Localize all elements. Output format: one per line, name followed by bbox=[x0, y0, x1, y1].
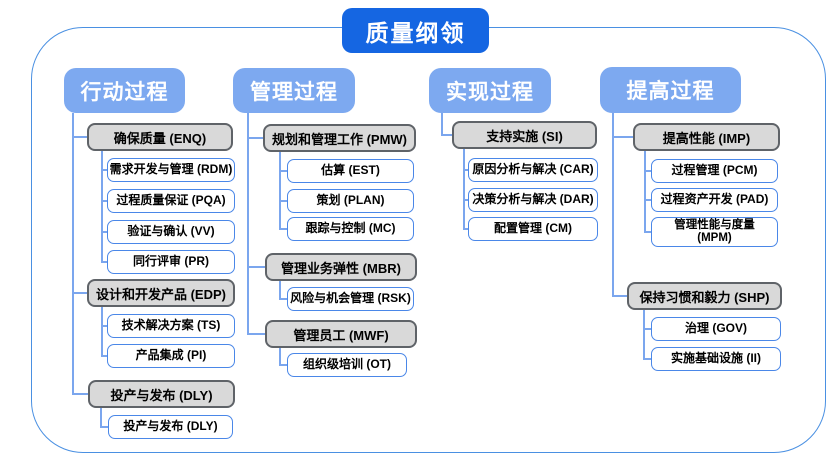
connector-line bbox=[463, 199, 468, 201]
node-pqa: 过程质量保证 (PQA) bbox=[107, 189, 235, 213]
connector-line bbox=[279, 170, 287, 172]
node-enq: 确保质量 (ENQ) bbox=[87, 123, 233, 151]
connector-line bbox=[441, 113, 443, 136]
connector-line bbox=[644, 170, 651, 172]
connector-line bbox=[72, 393, 88, 395]
connector-line bbox=[463, 149, 465, 230]
connector-line bbox=[612, 136, 633, 138]
node-ii: 实施基础设施 (II) bbox=[651, 347, 781, 371]
node-dar: 决策分析与解决 (DAR) bbox=[468, 188, 598, 212]
connector-line bbox=[100, 426, 108, 428]
connector-line bbox=[463, 228, 468, 230]
connector-line bbox=[643, 358, 651, 360]
connector-line bbox=[279, 200, 287, 202]
node-imp: 提高性能 (IMP) bbox=[633, 123, 780, 151]
node-ot: 组织级培训 (OT) bbox=[287, 353, 407, 377]
node-ts: 技术解决方案 (TS) bbox=[107, 314, 235, 338]
node-vv: 验证与确认 (VV) bbox=[107, 220, 235, 244]
connector-line bbox=[279, 152, 281, 230]
node-pr: 同行评审 (PR) bbox=[107, 250, 235, 274]
connector-line bbox=[72, 113, 74, 394]
node-si: 支持实施 (SI) bbox=[452, 121, 597, 149]
connector-line bbox=[101, 261, 107, 263]
connector-line bbox=[247, 137, 263, 139]
connector-line bbox=[644, 231, 651, 233]
connector-line bbox=[463, 169, 468, 171]
connector-line bbox=[279, 228, 287, 230]
node-car: 原因分析与解决 (CAR) bbox=[468, 158, 598, 182]
connector-line bbox=[100, 408, 102, 428]
connector-line bbox=[247, 113, 249, 335]
node-pcm: 过程管理 (PCM) bbox=[651, 159, 778, 183]
node-pad: 过程资产开发 (PAD) bbox=[651, 188, 778, 212]
node-est: 估算 (EST) bbox=[287, 159, 414, 183]
header-improvement-process: 提高过程 bbox=[600, 67, 741, 113]
connector-line bbox=[612, 295, 627, 297]
diagram-title: 质量纲领 bbox=[342, 8, 489, 53]
node-mpm: 管理性能与度量 (MPM) bbox=[651, 217, 778, 247]
node-shp: 保持习惯和毅力 (SHP) bbox=[627, 282, 782, 310]
node-cm: 配置管理 (CM) bbox=[468, 217, 598, 241]
connector-line bbox=[101, 231, 107, 233]
connector-line bbox=[101, 355, 107, 357]
connector-line bbox=[643, 310, 645, 359]
header-action-process: 行动过程 bbox=[64, 68, 185, 113]
connector-line bbox=[101, 151, 103, 263]
connector-line bbox=[279, 281, 281, 300]
node-dly: 投产与发布 (DLY) bbox=[88, 380, 235, 408]
connector-line bbox=[72, 292, 87, 294]
node-mc: 跟踪与控制 (MC) bbox=[287, 217, 414, 241]
node-gov: 治理 (GOV) bbox=[651, 317, 781, 341]
node-dly-child: 投产与发布 (DLY) bbox=[108, 415, 233, 439]
node-mwf: 管理员工 (MWF) bbox=[265, 320, 417, 348]
connector-line bbox=[279, 298, 287, 300]
node-rdm: 需求开发与管理 (RDM) bbox=[107, 158, 235, 182]
connector-line bbox=[644, 199, 651, 201]
connector-line bbox=[101, 200, 107, 202]
node-plan: 策划 (PLAN) bbox=[287, 189, 414, 213]
connector-line bbox=[101, 325, 107, 327]
connector-line bbox=[101, 307, 103, 357]
connector-line bbox=[279, 348, 281, 366]
connector-line bbox=[441, 134, 452, 136]
connector-line bbox=[247, 266, 265, 268]
node-mbr: 管理业务弹性 (MBR) bbox=[265, 253, 417, 281]
node-edp: 设计和开发产品 (EDP) bbox=[87, 279, 235, 307]
connector-line bbox=[612, 113, 614, 297]
connector-line bbox=[644, 151, 646, 232]
connector-line bbox=[101, 169, 107, 171]
connector-line bbox=[279, 364, 287, 366]
connector-line bbox=[643, 328, 651, 330]
node-pmw: 规划和管理工作 (PMW) bbox=[263, 124, 416, 152]
node-rsk: 风险与机会管理 (RSK) bbox=[287, 287, 414, 311]
header-management-process: 管理过程 bbox=[233, 68, 355, 113]
header-realization-process: 实现过程 bbox=[429, 68, 551, 113]
node-pi: 产品集成 (PI) bbox=[107, 344, 235, 368]
connector-line bbox=[72, 136, 87, 138]
connector-line bbox=[247, 333, 265, 335]
